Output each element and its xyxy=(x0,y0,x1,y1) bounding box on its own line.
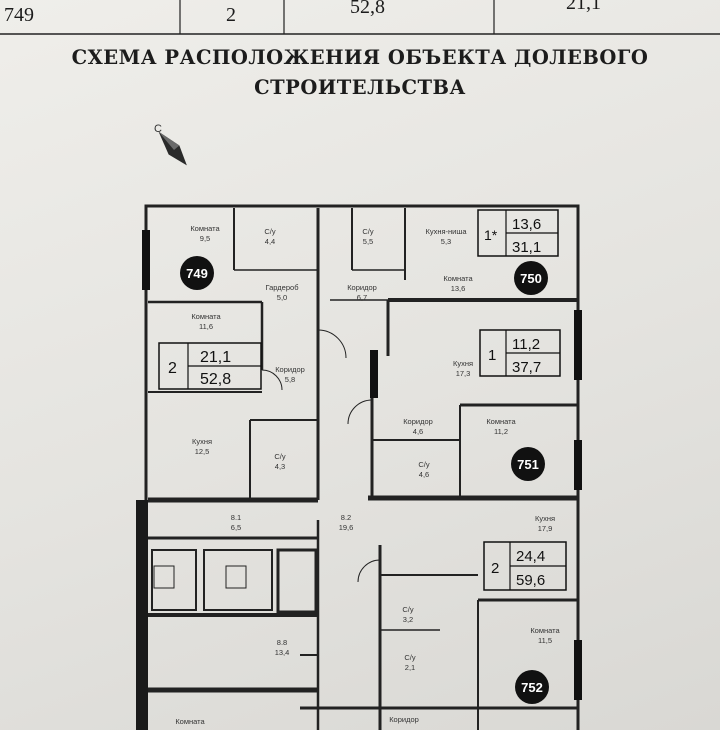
compass-north-label: С xyxy=(154,123,162,135)
room-area: 12,5 xyxy=(195,447,210,456)
apt-752-number: 752 xyxy=(521,680,543,695)
common-area-label: 8.2 xyxy=(341,513,351,522)
apt-749-badge: 749 xyxy=(180,256,214,290)
compass-icon xyxy=(158,131,187,166)
common-area-label: 8.8 xyxy=(277,638,287,647)
room-area: 5,8 xyxy=(285,375,295,384)
apt-750-number: 750 xyxy=(520,271,542,286)
room-label: Коридор xyxy=(389,715,419,724)
room-area: 17,9 xyxy=(538,524,553,533)
apt-751-living-area: 11,2 xyxy=(512,336,540,353)
apt-752-living-area: 24,4 xyxy=(516,548,545,565)
room-label: Гардероб xyxy=(266,283,299,292)
room-area: 6,7 xyxy=(357,293,367,302)
room-label: С/у xyxy=(402,605,414,614)
room-area: 17,3 xyxy=(456,369,471,378)
table-other-area: 21,1 xyxy=(566,0,601,14)
room-area: 11,6 xyxy=(199,322,213,331)
room-area: 4,3 xyxy=(275,462,285,471)
apt-752-badge: 752 xyxy=(515,670,549,704)
apartment-750-info-box: 1* 13,6 31,1 xyxy=(477,209,559,257)
room-label: Коридор xyxy=(275,365,305,374)
room-area: 4,4 xyxy=(265,237,275,246)
apt-749-number: 749 xyxy=(186,266,208,281)
room-label: С/у xyxy=(418,460,430,469)
apartment-table-row: 749 2 52,8 21,1 xyxy=(0,0,720,36)
room-label: Комната xyxy=(443,274,473,283)
table-grid-lines xyxy=(0,0,720,35)
apartment-752-info-box: 2 24,4 59,6 xyxy=(483,541,567,591)
room-label: Кухня xyxy=(453,359,473,368)
room-area: 4,6 xyxy=(413,427,423,436)
room-label: С/у xyxy=(404,653,416,662)
apt-752-rooms: 2 xyxy=(491,560,499,577)
room-label: Комната xyxy=(486,417,516,426)
room-area: 13,6 xyxy=(451,284,466,293)
apt-752-total-area: 59,6 xyxy=(516,572,545,589)
document-title-line1: СХЕМА РАСПОЛОЖЕНИЯ ОБЪЕКТА ДОЛЕВОГО xyxy=(71,46,649,69)
table-rooms-count: 2 xyxy=(226,4,236,26)
table-apartment-number: 749 xyxy=(4,4,34,26)
room-area: 2,1 xyxy=(405,663,415,672)
room-label: С/у xyxy=(274,452,286,461)
apartment-749-info-box: 2 21,1 52,8 xyxy=(158,342,262,390)
apt-750-total-area: 31,1 xyxy=(512,239,541,256)
room-label: С/у xyxy=(264,227,276,236)
room-label: Комната xyxy=(175,717,205,726)
apt-750-rooms: 1* xyxy=(484,227,498,243)
room-label: Комната xyxy=(191,312,221,321)
room-label: Кухня xyxy=(192,437,212,446)
room-area: 5,5 xyxy=(363,237,373,246)
room-area: 5,3 xyxy=(441,237,451,246)
room-area: 9,5 xyxy=(200,234,210,243)
apt-749-rooms: 2 xyxy=(168,360,177,377)
apt-749-living-area: 21,1 xyxy=(200,349,231,366)
room-area: 11,2 xyxy=(494,427,508,436)
apt-750-badge: 750 xyxy=(514,261,548,295)
room-label: Кухня-ниша xyxy=(425,227,467,236)
room-area: 5,0 xyxy=(277,293,287,302)
apt-751-badge: 751 xyxy=(511,447,545,481)
apt-750-living-area: 13,6 xyxy=(512,216,541,233)
document-title-line2: СТРОИТЕЛЬСТВА xyxy=(254,76,466,99)
common-area-value: 19,6 xyxy=(339,523,354,532)
room-area: 3,2 xyxy=(403,615,413,624)
room-area: 11,5 xyxy=(538,636,552,645)
apt-749-total-area: 52,8 xyxy=(200,371,231,388)
common-area-value: 13,4 xyxy=(275,648,290,657)
common-area-value: 6,5 xyxy=(231,523,241,532)
room-label: Коридор xyxy=(347,283,377,292)
room-label: Комната xyxy=(190,224,220,233)
table-total-area: 52,8 xyxy=(350,0,385,18)
apt-751-total-area: 37,7 xyxy=(512,359,541,376)
room-label: С/у xyxy=(362,227,374,236)
room-label: Кухня xyxy=(535,514,555,523)
common-area-label: 8.1 xyxy=(231,513,241,522)
room-area: 4,6 xyxy=(419,470,429,479)
apt-751-rooms: 1 xyxy=(488,347,496,364)
apartment-751-info-box: 1 11,2 37,7 xyxy=(479,329,561,377)
room-label: Комната xyxy=(530,626,560,635)
apt-751-number: 751 xyxy=(517,457,539,472)
room-label: Коридор xyxy=(403,417,433,426)
